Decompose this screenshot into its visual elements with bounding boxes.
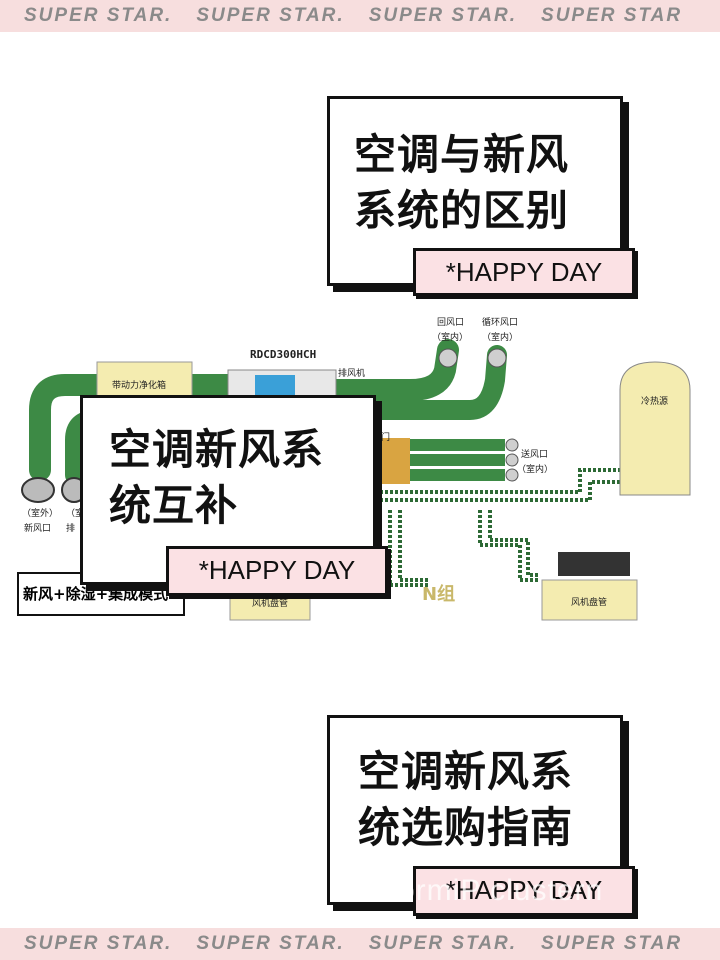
intake-duct — [29, 374, 111, 481]
fan-coil-2-motor — [558, 552, 630, 576]
return-vent-label: 回风口 — [437, 317, 464, 328]
fan-coil-2-label: 风机盘管 — [571, 596, 607, 608]
heat-source — [619, 361, 691, 496]
top-banner: SUPER STAR. SUPER STAR. SUPER STAR. SUPE… — [0, 0, 720, 32]
card-difference-title: 空调与新风 系统的区别 — [354, 130, 570, 235]
pipe-f — [488, 510, 540, 577]
banner-text: SUPER STAR. — [368, 933, 518, 954]
pipe-a — [380, 468, 640, 494]
valve-block — [380, 438, 410, 484]
banner-text: SUPER STAR. — [24, 933, 173, 954]
banner-text: SUPER STAR. — [368, 5, 518, 26]
model-label: RDCD300HCH — [250, 348, 316, 361]
watermark: brmiP clustern — [398, 874, 604, 907]
supply-vent-sub: （室内） — [517, 463, 553, 475]
circ-vent-label: 循环风口 — [482, 316, 518, 328]
circ-duct — [350, 345, 507, 420]
banner-text: SUPER STAR. — [24, 5, 173, 26]
return-duct — [324, 339, 459, 401]
heat-source-label: 冷热源 — [641, 395, 668, 407]
main-unit-core — [255, 375, 295, 397]
fan-coil-2 — [541, 579, 638, 621]
banner-text: SUPER STAR — [541, 933, 683, 954]
bottom-banner: SUPER STAR. SUPER STAR. SUPER STAR. SUPE… — [0, 928, 720, 960]
circ-vent-sub: （室内） — [482, 331, 518, 343]
exhaust-fan-label: 排风机 — [338, 367, 365, 379]
pipe-c — [388, 510, 430, 587]
supply-vent-label: 送风口 — [521, 448, 548, 460]
card-complement-tag: *HAPPY DAY — [166, 546, 388, 596]
return-vent-sub: （室内） — [432, 331, 468, 343]
outdoor-1-name: 新风口 — [24, 522, 51, 534]
filter-box-label: 带动力净化箱 — [112, 379, 166, 391]
outdoor-2-label: （室 — [66, 507, 84, 519]
card-difference-tag: *HAPPY DAY — [413, 248, 635, 296]
outdoor-2-name: 排 — [66, 522, 75, 534]
card-buying-guide-tag: *HAPPY DAY — [413, 866, 635, 916]
card-buying-guide-title: 空调新风系 统选购指南 — [358, 747, 574, 852]
pipe-b — [380, 480, 640, 502]
fan-coil-1-label: 风机盘管 — [252, 597, 288, 609]
pipe-d — [398, 510, 430, 582]
banner-text: SUPER STAR. — [196, 5, 345, 26]
group-label: N组 — [422, 583, 455, 605]
banner-text: SUPER STAR — [541, 5, 683, 26]
valve-label: 阀门 — [372, 431, 390, 443]
outdoor-1-label: （室外） — [22, 507, 58, 519]
card-complement-title: 空调新风系 统互补 — [109, 425, 325, 530]
pipe-e — [478, 510, 540, 582]
banner-text: SUPER STAR. — [196, 933, 345, 954]
